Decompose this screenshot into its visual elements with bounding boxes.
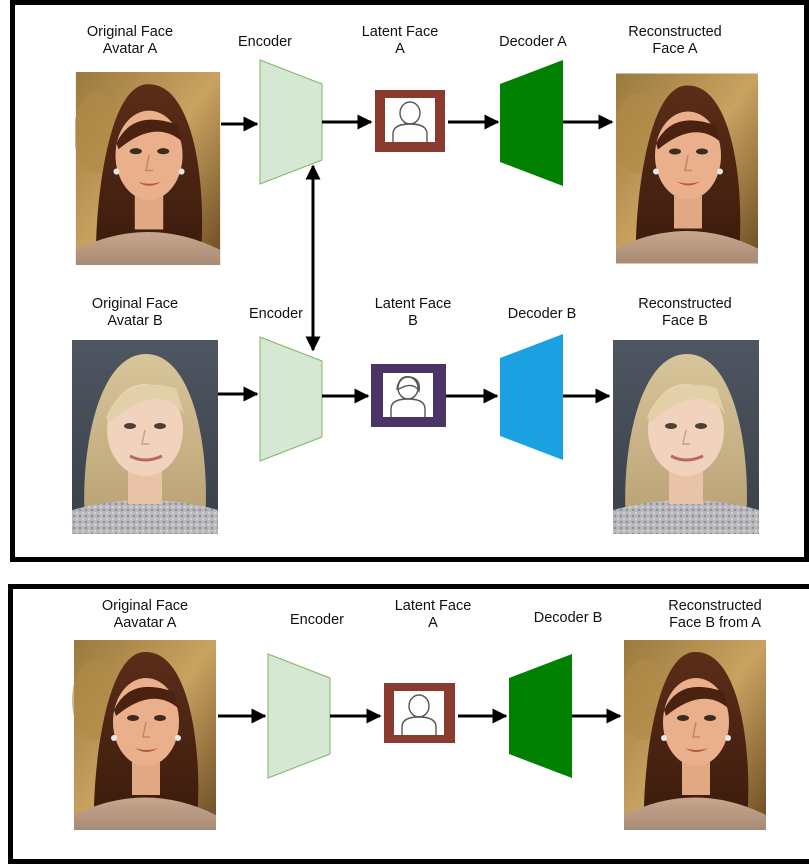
label-original-face-avatar-a: Original Face Avatar A <box>86 24 174 57</box>
label-decoder-b: Decoder B <box>507 306 577 322</box>
label-decoder-a: Decoder A <box>499 34 567 50</box>
label-bottom-reconstructed-face: Reconstructed Face B from A <box>668 598 762 631</box>
label-reconstructed-face-b: Reconstructed Face B <box>638 296 732 329</box>
original-face-avatar-a-photo <box>75 72 221 265</box>
label-encoder-b: Encoder <box>248 306 303 322</box>
label-latent-face-a: Latent Face A <box>361 24 439 57</box>
label-bottom-latent-face: Latent Face A <box>394 598 472 631</box>
latent-face-b-person-icon <box>383 373 433 417</box>
latent-face-a-person-icon <box>385 98 435 142</box>
label-original-face-avatar-b: Original Face Avatar B <box>91 296 179 329</box>
label-latent-face-b: Latent Face B <box>374 296 452 329</box>
encoder-b-block <box>259 336 323 462</box>
label-bottom-encoder: Encoder <box>289 612 344 628</box>
bottom-original-face-photo <box>72 640 217 830</box>
original-face-avatar-b-photo <box>72 340 218 534</box>
label-bottom-original-face: Original Face Aavatar A <box>101 598 189 631</box>
encoder-a-block <box>259 59 323 185</box>
decoder-a-block <box>500 60 563 186</box>
bottom-decoder-block <box>509 654 572 778</box>
label-encoder-a: Encoder <box>237 34 292 50</box>
decoder-b-block <box>500 334 563 460</box>
label-bottom-decoder: Decoder B <box>533 610 603 626</box>
reconstructed-face-a-photo <box>616 72 758 265</box>
label-reconstructed-face-a: Reconstructed Face A <box>628 24 722 57</box>
bottom-encoder-block <box>267 653 331 779</box>
bottom-reconstructed-face-photo <box>624 640 766 830</box>
reconstructed-face-b-photo <box>613 340 759 534</box>
bottom-latent-person-icon <box>394 691 444 735</box>
